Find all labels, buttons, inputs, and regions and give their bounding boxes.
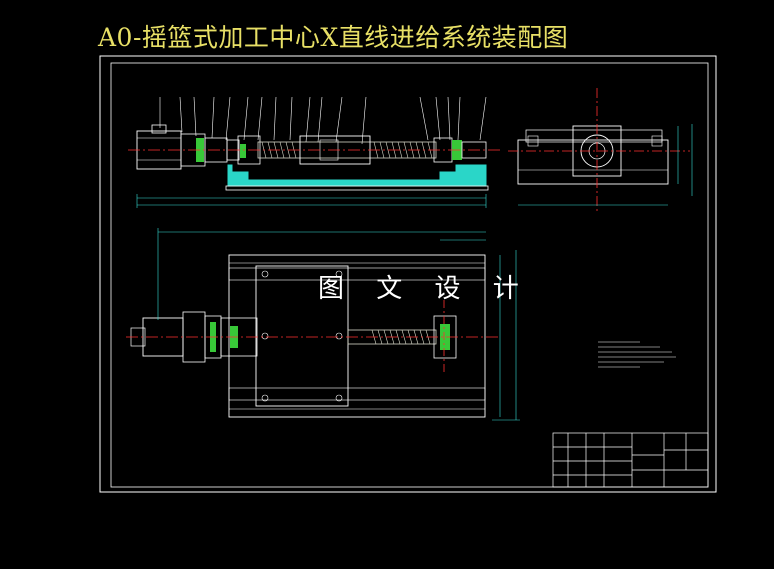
- technical-notes: [598, 341, 676, 368]
- inner-frame: [110, 62, 709, 488]
- outer-frame: [99, 55, 717, 493]
- guide-rail: [228, 267, 486, 281]
- side-view: [508, 88, 693, 212]
- top-view: [126, 228, 520, 421]
- front-section-view: [128, 96, 500, 208]
- base: [228, 254, 486, 418]
- drawing-title: A0-摇篮式加工中心X直线进给系统装配图: [98, 23, 569, 52]
- title-block: [552, 432, 709, 488]
- watermark-text: 图 文 设 计: [318, 274, 531, 304]
